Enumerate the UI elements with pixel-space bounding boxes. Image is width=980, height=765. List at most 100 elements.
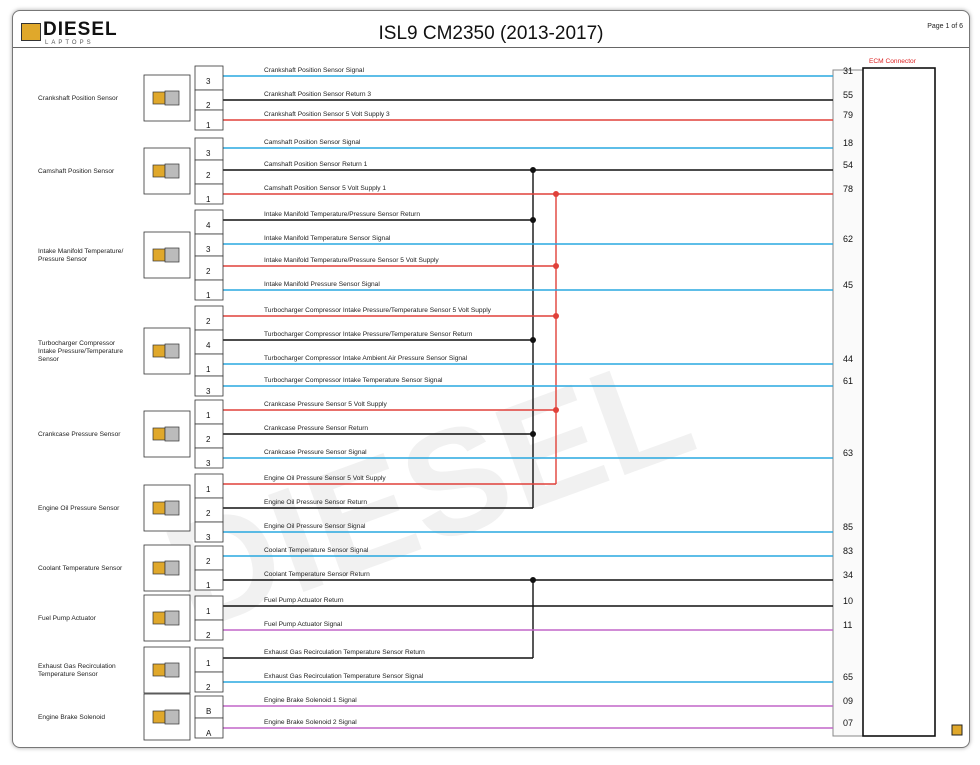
ecm-pin-number: 63 — [843, 448, 853, 458]
sensor-connector-icon — [164, 343, 180, 359]
pin-box — [194, 65, 224, 91]
sensor-pin-label: A — [206, 729, 212, 738]
ecm-pin-number: 45 — [843, 280, 853, 290]
sensor-pin-label: 3 — [206, 459, 211, 468]
pin-box — [194, 717, 224, 739]
pin-box — [194, 569, 224, 591]
wire-label: Fuel Pump Actuator Return — [264, 597, 344, 604]
ground-splice-dot — [530, 167, 536, 173]
sensor-name: Engine Brake Solenoid — [38, 714, 105, 721]
sensor-pin-label: 2 — [206, 171, 211, 180]
wire-label: Engine Oil Pressure Sensor Return — [264, 499, 367, 506]
wire-label: Engine Oil Pressure Sensor 5 Volt Supply — [264, 475, 386, 482]
ecm-pin-number: 34 — [843, 570, 853, 580]
wire-label: Camshaft Position Sensor Return 1 — [264, 161, 368, 168]
ecm-pin-number: 79 — [843, 110, 853, 120]
ecm-pin-number: 54 — [843, 160, 853, 170]
ecm-pin-number: 65 — [843, 672, 853, 682]
ecm-pin-number: 07 — [843, 718, 853, 728]
sensor-body-icon — [152, 501, 166, 515]
pin-box — [194, 375, 224, 397]
sensor-pin-label: B — [206, 707, 211, 716]
pin-box — [194, 159, 224, 185]
ground-splice-dot — [530, 217, 536, 223]
ecm-pin-number: 09 — [843, 696, 853, 706]
wire-label: Crankshaft Position Sensor 5 Volt Supply… — [264, 111, 390, 118]
sensor-body-icon — [152, 248, 166, 262]
pin-box — [194, 423, 224, 449]
ecm-pin-strip — [832, 69, 864, 737]
sensor-body-icon — [152, 91, 166, 105]
ecm-pin-number: 83 — [843, 546, 853, 556]
wire-label: Turbocharger Compressor Intake Pressure/… — [264, 331, 473, 338]
wire-label: Intake Manifold Pressure Sensor Signal — [264, 281, 380, 288]
pin-box — [194, 473, 224, 499]
sensor-name: Sensor — [38, 356, 60, 363]
header-divider — [13, 47, 969, 48]
pin-box — [194, 497, 224, 523]
ecm-pin-number: 61 — [843, 376, 853, 386]
pin-box — [194, 279, 224, 301]
pin-box — [194, 109, 224, 131]
sensor-name: Crankshaft Position Sensor — [38, 95, 119, 102]
sensor-pin-label: 4 — [206, 221, 211, 230]
logo-mark-icon — [21, 23, 41, 41]
sensor-name: Pressure Sensor — [38, 256, 88, 263]
sensor-name: Crankcase Pressure Sensor — [38, 431, 121, 438]
connector-3pin-icon — [152, 163, 180, 179]
pin-box — [194, 209, 224, 235]
sensor-icon-frame — [143, 231, 191, 279]
sensor-body-icon — [152, 561, 166, 575]
sensor-name: Temperature Sensor — [38, 671, 99, 678]
pin-box — [194, 545, 224, 571]
wire-label: Crankshaft Position Sensor Return 3 — [264, 91, 371, 98]
pin-box — [194, 595, 224, 621]
sensor-pin-label: 3 — [206, 245, 211, 254]
sensor-connector-icon — [164, 709, 180, 725]
wire-label: Turbocharger Compressor Intake Temperatu… — [264, 377, 443, 384]
pin-box — [194, 671, 224, 693]
wire-label: Fuel Pump Actuator Signal — [264, 621, 343, 628]
logo-text: DIESEL — [43, 19, 118, 40]
wire-label: Intake Manifold Temperature Sensor Signa… — [264, 235, 391, 242]
supply-splice-dot — [553, 263, 559, 269]
logo: DIESEL LAPTOPS — [21, 19, 121, 49]
sensor-pin-label: 1 — [206, 291, 211, 300]
sensor-pin-label: 2 — [206, 267, 211, 276]
oil-pressure-sensor-icon — [152, 500, 180, 516]
wire-label: Camshaft Position Sensor 5 Volt Supply 1 — [264, 185, 386, 192]
ecm-pin-number: 55 — [843, 90, 853, 100]
pin-box — [194, 447, 224, 469]
sensor-pin-label: 2 — [206, 683, 211, 692]
wire-label: Turbocharger Compressor Intake Ambient A… — [264, 355, 468, 362]
sensor-connector-icon — [164, 662, 180, 678]
sensor-body-icon — [152, 344, 166, 358]
pin-box — [194, 521, 224, 543]
sensor-connector-icon — [164, 560, 180, 576]
sensor-body-icon — [152, 710, 166, 724]
ecm-connector-title: ECM Connector — [869, 58, 917, 65]
logo-subtext: LAPTOPS — [45, 40, 94, 46]
sensor-name: Intake Pressure/Temperature — [38, 348, 123, 355]
sensor-connector-icon — [164, 163, 180, 179]
wire-label: Turbocharger Compressor Intake Pressure/… — [264, 307, 492, 314]
solenoid-icon — [152, 709, 180, 725]
wire-label: Camshaft Position Sensor Signal — [264, 139, 361, 146]
wire-label: Crankshaft Position Sensor Signal — [264, 67, 365, 74]
connector-4pin-icon — [152, 247, 180, 263]
sensor-name: Coolant Temperature Sensor — [38, 565, 123, 572]
ecm-pin-number: 62 — [843, 234, 853, 244]
sensor-pin-label: 1 — [206, 195, 211, 204]
sensor-connector-icon — [164, 247, 180, 263]
sensor-pin-label: 2 — [206, 317, 211, 326]
fuel-pump-actuator-icon — [152, 610, 180, 626]
ecm-pin-number: 78 — [843, 184, 853, 194]
sensor-pin-label: 3 — [206, 77, 211, 86]
sensor-pin-label: 2 — [206, 509, 211, 518]
wire-label: Exhaust Gas Recirculation Temperature Se… — [264, 673, 424, 680]
wire-label: Intake Manifold Temperature/Pressure Sen… — [264, 257, 439, 264]
sensor-pin-label: 1 — [206, 485, 211, 494]
ecm-pin-number: 85 — [843, 522, 853, 532]
wire-label: Exhaust Gas Recirculation Temperature Se… — [264, 649, 425, 656]
